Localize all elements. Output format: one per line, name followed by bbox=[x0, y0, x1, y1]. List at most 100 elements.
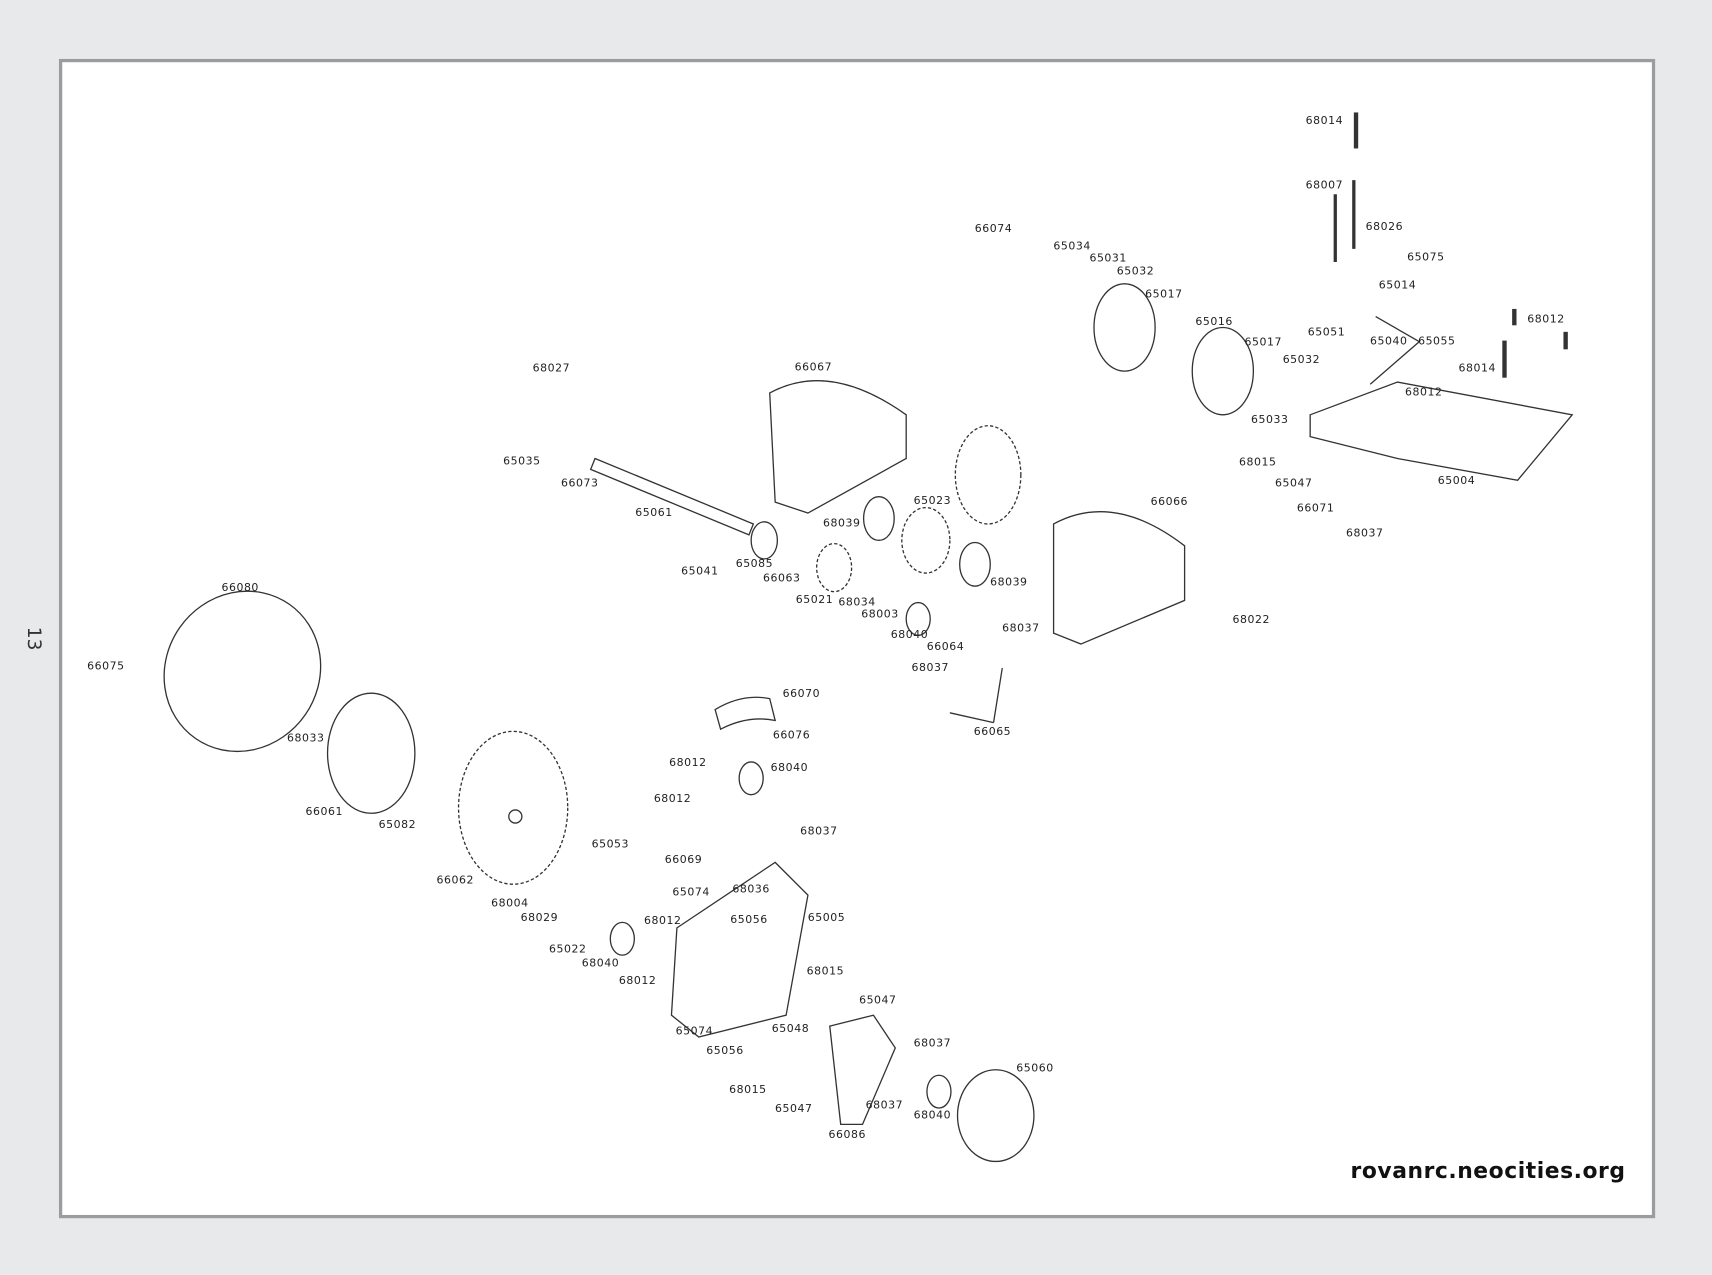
spur-gear bbox=[457, 730, 569, 885]
part-number-label: 68039 bbox=[823, 517, 861, 530]
part-number-label: 65032 bbox=[1282, 354, 1321, 367]
part-number-label: 66073 bbox=[561, 477, 599, 490]
part-number-label: 68036 bbox=[732, 883, 770, 896]
part-number-label: 65051 bbox=[1307, 326, 1346, 339]
part-number-label: 65053 bbox=[591, 838, 630, 851]
spur-hub bbox=[508, 809, 523, 824]
part-number-label: 66069 bbox=[664, 854, 703, 867]
part-number-label: 68027 bbox=[532, 362, 571, 375]
part-number-label: 68004 bbox=[491, 897, 529, 910]
part-number-label: 68012 bbox=[653, 793, 692, 806]
part-number-label: 68026 bbox=[1365, 221, 1404, 234]
part-number-label: 68014 bbox=[1305, 115, 1344, 128]
part-number-label: 68003 bbox=[861, 608, 899, 621]
part-number-label: 65040 bbox=[1370, 335, 1408, 348]
part-number-label: 66074 bbox=[974, 223, 1013, 236]
part-number-label: 65031 bbox=[1089, 252, 1127, 265]
diff-gear bbox=[954, 425, 1022, 525]
leader-line bbox=[1375, 315, 1420, 343]
part-number-label: 68012 bbox=[1527, 313, 1565, 326]
part-number-label: 65056 bbox=[706, 1045, 744, 1058]
part-number-label: 68012 bbox=[669, 757, 707, 770]
part-number-label: 65055 bbox=[1418, 335, 1456, 348]
part-number-label: 68037 bbox=[865, 1099, 904, 1112]
part-number-label: 65085 bbox=[735, 558, 774, 571]
website-footer: rovanrc.neocities.org bbox=[1350, 1157, 1626, 1184]
part-number-label: 65016 bbox=[1195, 316, 1233, 329]
part-number-label: 66062 bbox=[436, 874, 475, 887]
part-number-label: 65082 bbox=[378, 819, 417, 832]
part-number-label: 66070 bbox=[782, 688, 821, 701]
part-number-label: 66080 bbox=[221, 582, 259, 595]
part-number-label: 65047 bbox=[1275, 477, 1313, 490]
part-number-label: 65004 bbox=[1437, 475, 1476, 488]
part-number-label: 68022 bbox=[1232, 614, 1270, 627]
part-number-label: 68033 bbox=[286, 733, 325, 746]
part-number-label: 68034 bbox=[838, 596, 876, 609]
part-number-label: 65033 bbox=[1251, 414, 1289, 427]
part-number-label: 65048 bbox=[771, 1023, 810, 1036]
part-number-label: 65075 bbox=[1407, 251, 1445, 264]
part-number-label: 65034 bbox=[1053, 240, 1091, 253]
leader-line bbox=[992, 667, 1003, 723]
part-number-label: 68040 bbox=[890, 629, 929, 642]
bearing bbox=[750, 521, 779, 560]
bearing bbox=[862, 496, 895, 541]
part-number-label: 68037 bbox=[911, 662, 949, 675]
part-number-label: 68039 bbox=[990, 576, 1028, 589]
part-number-label: 68014 bbox=[1458, 362, 1496, 375]
part-number-label: 65041 bbox=[681, 565, 719, 579]
part-number-label: 66061 bbox=[305, 806, 343, 819]
part-number-label: 65023 bbox=[913, 495, 952, 508]
part-number-label: 66071 bbox=[1296, 502, 1335, 515]
bearing bbox=[926, 1074, 952, 1109]
part-number-label: 65014 bbox=[1378, 279, 1417, 293]
part-number-label: 68012 bbox=[643, 915, 682, 928]
part-number-label: 68037 bbox=[913, 1037, 952, 1050]
part-number-label: 65032 bbox=[1116, 265, 1155, 278]
part-number-label: 68040 bbox=[770, 762, 809, 775]
part-number-label: 68015 bbox=[806, 965, 845, 978]
part-number-label: 68007 bbox=[1305, 179, 1344, 192]
brake-disc bbox=[1093, 283, 1156, 372]
part-number-label: 65022 bbox=[549, 943, 587, 956]
part-number-label: 66063 bbox=[762, 572, 801, 585]
part-number-label: 66075 bbox=[87, 660, 125, 673]
part-number-label: 66066 bbox=[1150, 496, 1189, 509]
part-number-label: 68037 bbox=[800, 825, 838, 838]
part-number-label: 68040 bbox=[913, 1109, 952, 1122]
leader-line bbox=[949, 712, 994, 724]
motor-plate-65005 bbox=[670, 861, 809, 1038]
gear-65021 bbox=[816, 542, 853, 593]
part-number-label: 65017 bbox=[1244, 336, 1282, 349]
slipper-plate bbox=[326, 692, 416, 814]
bearing bbox=[609, 921, 635, 956]
part-number-label: 65056 bbox=[730, 914, 768, 927]
leader-line bbox=[1369, 341, 1420, 385]
gearbox-66066 bbox=[1052, 511, 1186, 645]
part-number-label: 68040 bbox=[581, 957, 620, 970]
part-number-label: 66076 bbox=[772, 729, 811, 742]
brake-pad-66070 bbox=[714, 696, 777, 731]
chassis-plate-65004 bbox=[1309, 381, 1574, 482]
bearing bbox=[738, 761, 764, 796]
part-number-label: 68029 bbox=[520, 912, 559, 925]
part-number-label: 65047 bbox=[859, 994, 897, 1008]
part-number-label: 65005 bbox=[807, 912, 846, 925]
clutch-bell bbox=[956, 1069, 1035, 1163]
part-number-label: 65047 bbox=[775, 1103, 813, 1116]
part-number-label: 66065 bbox=[973, 726, 1012, 739]
part-number-label: 65017 bbox=[1145, 288, 1183, 301]
part-number-label: 65074 bbox=[672, 886, 710, 899]
part-number-label: 66086 bbox=[828, 1129, 866, 1142]
part-number-label: 68012 bbox=[618, 975, 657, 988]
bearing bbox=[905, 601, 931, 636]
part-number-label: 66064 bbox=[926, 641, 965, 654]
gearbox-66067 bbox=[769, 380, 907, 514]
part-number-label: 68037 bbox=[1002, 622, 1040, 635]
brake-disc bbox=[1191, 326, 1255, 416]
part-number-label: 66067 bbox=[794, 361, 833, 374]
part-number-label: 68015 bbox=[729, 1084, 767, 1097]
